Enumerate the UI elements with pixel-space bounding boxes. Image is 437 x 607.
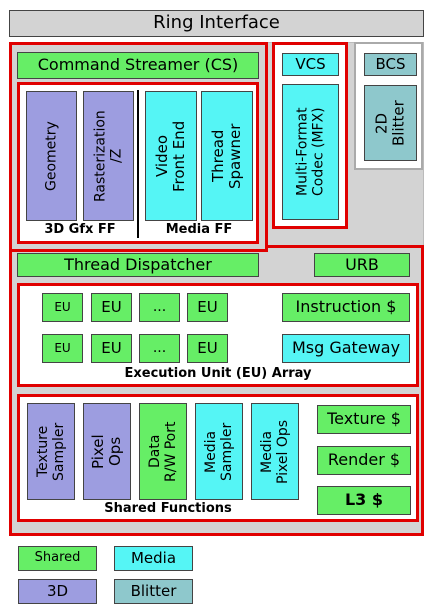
thread-spawner: Thread Spawner xyxy=(201,91,253,221)
media-sampler: Media Sampler xyxy=(195,403,243,500)
instruction-cache: Instruction $ xyxy=(282,293,410,322)
gfx-ff-label: 3D Gfx FF xyxy=(44,222,116,237)
l3-cache: L3 $ xyxy=(317,486,411,515)
video-front-end: Video Front End xyxy=(145,91,197,221)
legend-3d: 3D xyxy=(18,579,97,604)
texture-sampler: Texture Sampler xyxy=(27,403,75,500)
eu-3: EU xyxy=(187,293,228,322)
shared-functions-label: Shared Functions xyxy=(104,501,232,516)
eu-ellipsis-2: ... xyxy=(139,334,180,363)
ring-interface: Ring Interface xyxy=(9,10,424,37)
eu-5: EU xyxy=(91,334,132,363)
eu-6: EU xyxy=(187,334,228,363)
outline-seam xyxy=(12,245,265,249)
render-cache: Render $ xyxy=(317,446,411,475)
bcs-box: BCS xyxy=(364,53,417,76)
media-ff-label: Media FF xyxy=(165,222,233,237)
msg-gateway: Msg Gateway xyxy=(282,334,410,363)
thread-dispatcher: Thread Dispatcher xyxy=(17,253,259,277)
texture-cache: Texture $ xyxy=(317,405,411,434)
media-pixel-ops: Media Pixel Ops xyxy=(251,403,299,500)
ff-divider xyxy=(137,90,139,238)
eu-1: EU xyxy=(42,293,83,322)
eu-array-label: Execution Unit (EU) Array xyxy=(124,366,312,381)
pixel-ops: Pixel Ops xyxy=(83,403,131,500)
eu-ellipsis-1: ... xyxy=(139,293,180,322)
vcs-box: VCS xyxy=(282,53,339,76)
render-block-outline xyxy=(9,42,268,252)
blitter-2d: 2D Blitter xyxy=(364,85,417,161)
rasterization-unit: Rasterization /Z xyxy=(83,91,134,221)
urb: URB xyxy=(314,253,410,277)
eu-2: EU xyxy=(91,293,132,322)
legend-blitter: Blitter xyxy=(114,579,193,604)
eu-4: EU xyxy=(42,334,83,363)
geometry-unit: Geometry xyxy=(26,91,77,221)
command-streamer: Command Streamer (CS) xyxy=(17,52,259,79)
legend-shared: Shared xyxy=(18,546,97,571)
mfx-codec: Multi-Format Codec (MFX) xyxy=(282,84,339,220)
data-port: Data R/W Port xyxy=(139,403,187,500)
legend-media: Media xyxy=(114,546,193,571)
